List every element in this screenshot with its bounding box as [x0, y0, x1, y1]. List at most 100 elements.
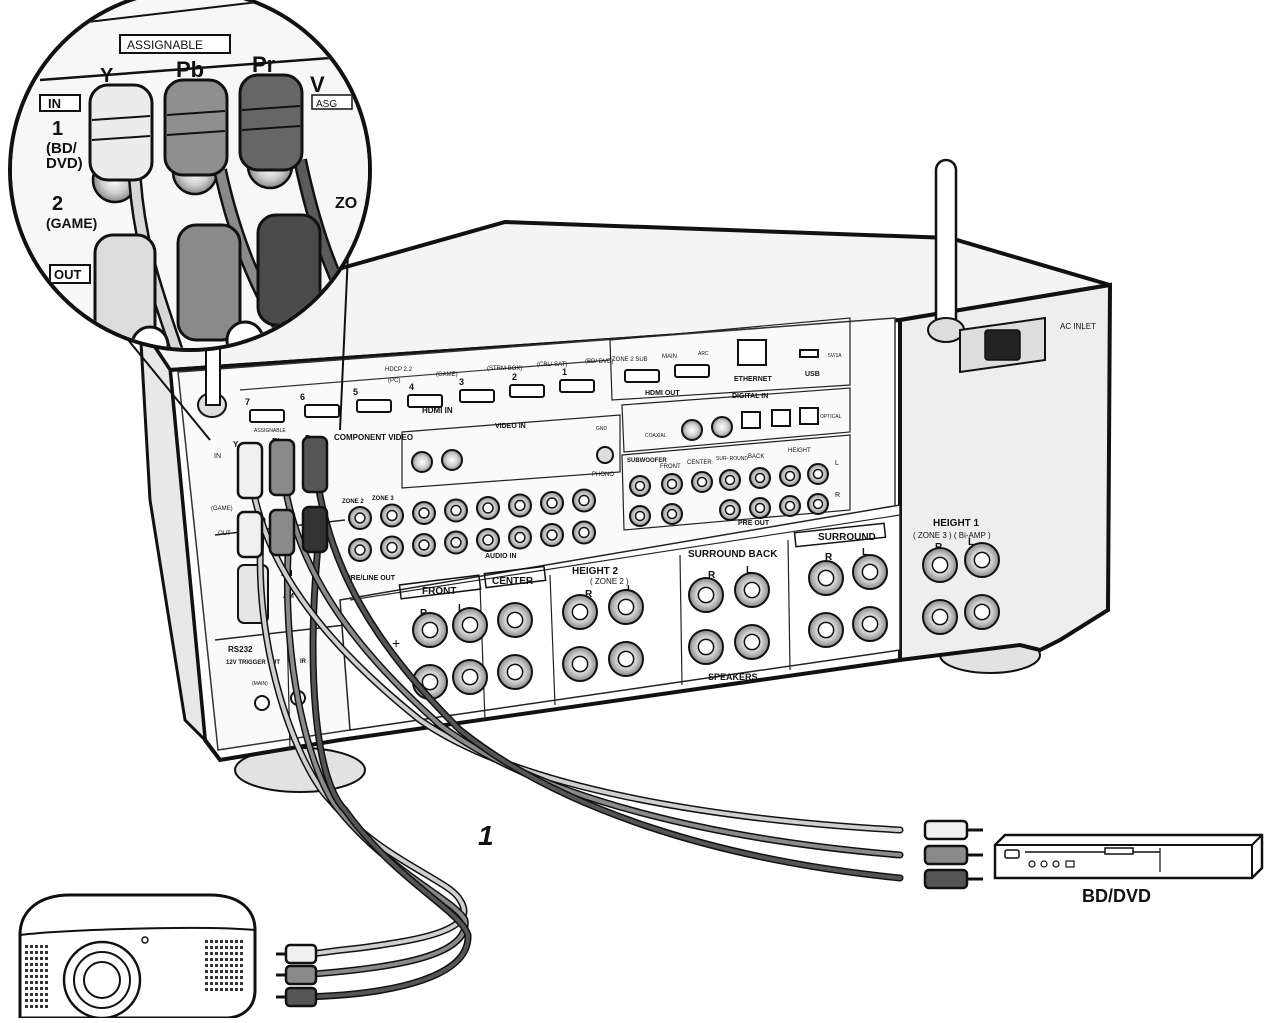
rca-jack[interactable]	[348, 506, 372, 530]
vent-hole	[220, 952, 223, 955]
preout-jack[interactable]	[661, 503, 683, 525]
rca-jack[interactable]	[572, 488, 596, 513]
speaker-posts[interactable]	[412, 542, 1000, 700]
optical-port[interactable]	[741, 411, 761, 429]
speaker-post[interactable]	[922, 599, 958, 635]
rca-jack[interactable]	[444, 530, 468, 555]
audio-jacks[interactable]	[348, 488, 596, 562]
video-jack[interactable]	[411, 451, 433, 473]
plug-pr-in[interactable]	[301, 435, 329, 494]
speaker-post[interactable]	[452, 607, 488, 643]
rca-jack[interactable]	[444, 498, 468, 523]
trigger-main-label: (MAIN)	[252, 681, 268, 687]
speaker-post[interactable]	[852, 554, 888, 590]
preout-jack[interactable]	[779, 465, 801, 487]
hdmi-port[interactable]	[559, 379, 595, 393]
vent-hole	[45, 975, 48, 978]
preout-jacks[interactable]	[629, 463, 829, 527]
ground-terminal[interactable]	[596, 446, 614, 464]
rca-jack[interactable]	[508, 493, 532, 518]
plug-pr-out[interactable]	[301, 505, 329, 554]
video-jack[interactable]	[441, 449, 463, 471]
speaker-post[interactable]	[562, 594, 598, 630]
rca-jack[interactable]	[348, 538, 372, 562]
plug-pr[interactable]	[276, 986, 318, 1008]
speaker-post[interactable]	[852, 606, 888, 642]
digital-in-label: DIGITAL IN	[732, 393, 768, 400]
rca-jack[interactable]	[540, 523, 564, 547]
rca-jack[interactable]	[412, 501, 436, 525]
hdmi-port[interactable]	[509, 384, 545, 398]
hdmi-port[interactable]	[249, 409, 285, 423]
speaker-post[interactable]	[734, 624, 770, 660]
speaker-post[interactable]	[922, 547, 958, 583]
rca-jack[interactable]	[380, 503, 404, 528]
hdmi-out-port[interactable]	[624, 369, 660, 383]
plug-y-out[interactable]	[236, 510, 264, 559]
mag-plug-pb[interactable]	[163, 78, 229, 177]
speaker-post[interactable]	[412, 612, 448, 648]
speaker-post[interactable]	[964, 594, 1000, 630]
rca-jack[interactable]	[476, 528, 500, 552]
optical-port[interactable]	[771, 409, 791, 427]
plug-pb[interactable]	[923, 844, 983, 866]
hdmi-out-port[interactable]	[674, 364, 710, 378]
plug-pb-out[interactable]	[268, 508, 296, 557]
rca-jack[interactable]	[508, 525, 532, 550]
rca-jack[interactable]	[380, 535, 404, 560]
coaxial-jack[interactable]	[711, 416, 733, 438]
vent-hole	[25, 993, 28, 996]
preout-jack[interactable]	[629, 475, 651, 497]
preout-jack[interactable]	[779, 495, 801, 517]
plug-y-in[interactable]	[236, 441, 264, 500]
preout-jack[interactable]	[691, 471, 713, 493]
speaker-post[interactable]	[808, 560, 844, 596]
plug-pb[interactable]	[276, 964, 318, 986]
ir-label: IR	[300, 659, 307, 665]
preout-jack[interactable]	[661, 473, 683, 495]
vent-hole	[25, 981, 28, 984]
plug-pb-in[interactable]	[268, 438, 296, 497]
speaker-post[interactable]	[562, 646, 598, 682]
preout-jack[interactable]	[719, 469, 741, 491]
preout-jack[interactable]	[749, 497, 771, 519]
usb-port[interactable]	[799, 349, 819, 358]
ac-inlet[interactable]: AC INLET	[959, 316, 1096, 374]
speaker-post[interactable]	[497, 654, 533, 690]
vent-hole	[240, 982, 243, 985]
preout-jack[interactable]	[749, 467, 771, 489]
speaker-post[interactable]	[608, 641, 644, 677]
preout-jack[interactable]	[719, 499, 741, 521]
speaker-post[interactable]	[734, 572, 770, 608]
plug-y[interactable]	[923, 819, 983, 841]
plug-y[interactable]	[276, 943, 318, 965]
hdmi-port[interactable]	[459, 389, 495, 403]
speaker-post[interactable]	[688, 629, 724, 665]
hdmi-port[interactable]	[356, 399, 392, 413]
hdmi-port[interactable]	[407, 394, 443, 408]
mag-plug-y[interactable]	[88, 83, 154, 182]
speaker-post[interactable]	[964, 542, 1000, 578]
hdmi-port[interactable]	[304, 404, 340, 418]
plug-pr[interactable]	[923, 868, 983, 890]
vent-hole	[40, 993, 43, 996]
speaker-post[interactable]	[808, 612, 844, 648]
mag-assignable: ASSIGNABLE	[127, 38, 203, 52]
rca-jack[interactable]	[476, 496, 500, 520]
preout-jack[interactable]	[807, 463, 829, 485]
speaker-post[interactable]	[608, 589, 644, 625]
mag-plug-pr[interactable]	[238, 73, 304, 172]
rca-jack[interactable]	[412, 533, 436, 557]
vent-hole	[25, 957, 28, 960]
rca-jack[interactable]	[572, 520, 596, 545]
ethernet-port[interactable]	[737, 339, 767, 366]
preout-jack[interactable]	[807, 493, 829, 515]
rca-jack[interactable]	[540, 491, 564, 515]
speaker-post[interactable]	[452, 659, 488, 695]
optical-port[interactable]	[799, 407, 819, 425]
trigger-jack[interactable]	[254, 695, 270, 711]
speaker-post[interactable]	[497, 602, 533, 638]
speaker-post[interactable]	[688, 577, 724, 613]
coaxial-jack[interactable]	[681, 419, 703, 441]
preout-jack[interactable]	[629, 505, 651, 527]
